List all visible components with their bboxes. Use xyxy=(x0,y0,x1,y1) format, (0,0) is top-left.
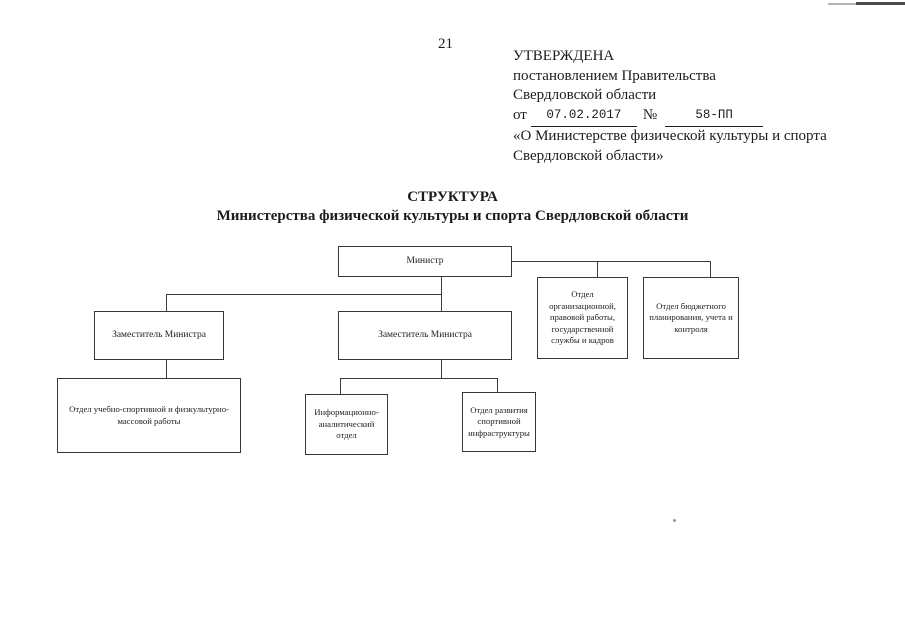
scan-artifact-speck xyxy=(673,519,676,522)
page-number: 21 xyxy=(438,36,453,52)
number-value: 58-ПП xyxy=(695,107,733,122)
connector-drop-dept-info xyxy=(340,378,341,394)
org-node-deputy-minister-middle: Заместитель Министра xyxy=(338,311,512,360)
title-line-ministry: Министерства физической культуры и спорт… xyxy=(216,208,689,224)
number-sign-label: № xyxy=(642,106,658,123)
date-prefix-label: от xyxy=(513,106,527,123)
org-node-dept-organizational-legal: Отдел организационной, правовой работы, … xyxy=(537,277,628,359)
connector-drop-dept-org xyxy=(597,261,598,277)
approval-line-approved: УТВЕРЖДЕНА xyxy=(513,48,615,64)
approval-subject: «О Министерстве физической культуры и сп… xyxy=(513,128,827,164)
date-value: 07.02.2017 xyxy=(546,107,622,122)
connector-middle-deputy-down xyxy=(441,360,442,378)
connector-branch-bottom-depts xyxy=(340,378,498,379)
connector-drop-dept-budget xyxy=(710,261,711,277)
connector-drop-dept-infra xyxy=(497,378,498,392)
approval-block: УТВЕРЖДЕНА постановлением Правительства … xyxy=(513,47,861,166)
scan-artifact-line xyxy=(856,2,905,5)
approval-line-resolution: постановлением Правительства xyxy=(513,67,716,84)
org-node-dept-budget-planning: Отдел бюджетного планирования, учета и к… xyxy=(643,277,739,359)
connector-drop-left-deputy xyxy=(166,294,167,311)
org-node-dept-training-sports-mass-work: Отдел учебно-спортивной и физкультурно-м… xyxy=(57,378,241,453)
org-node-deputy-minister-left: Заместитель Министра xyxy=(94,311,224,360)
connector-minister-to-right-depts xyxy=(512,261,711,262)
document-title: СТРУКТУРА Министерства физической культу… xyxy=(0,188,905,226)
number-underline: 58-ПП xyxy=(665,106,764,127)
org-node-dept-information-analytical: Информационно-аналитический отдел xyxy=(305,394,388,455)
connector-branch-to-left-deputy xyxy=(166,294,442,295)
approval-line-region: Свердловской области xyxy=(513,87,657,103)
date-underline: 07.02.2017 xyxy=(530,106,637,127)
org-node-dept-sports-infrastructure: Отдел развития спортивной инфраструктуры xyxy=(462,392,536,452)
title-line-structure: СТРУКТУРА xyxy=(407,189,498,205)
org-node-minister: Министр xyxy=(338,246,512,277)
connector-left-deputy-down xyxy=(166,360,167,378)
approval-date-number-line: от 07.02.2017 № 58-ПП xyxy=(513,106,861,127)
scan-artifact-line xyxy=(828,3,856,5)
